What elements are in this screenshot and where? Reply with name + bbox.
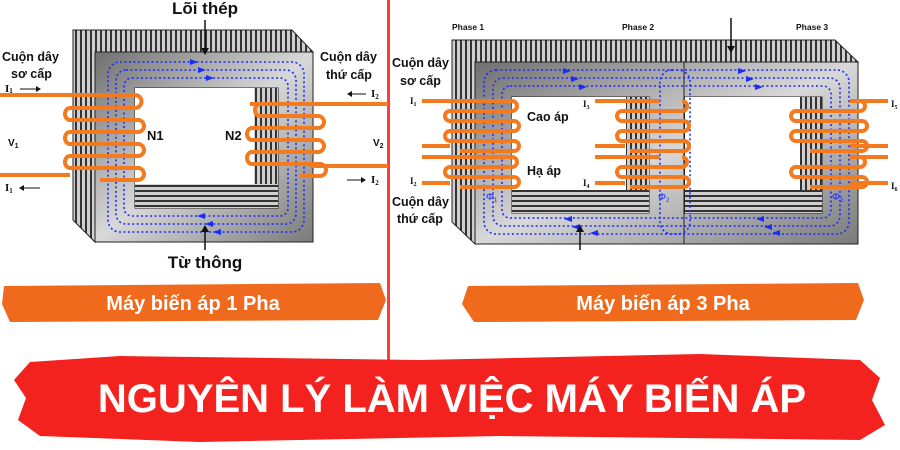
v2-label: V2 [373, 138, 384, 150]
v1-label: V1 [8, 138, 19, 150]
three-phase-banner-text: Máy biến áp 3 Pha [576, 293, 750, 315]
i2-bottom-label: I2 [371, 174, 379, 187]
current-i3: I3 [583, 99, 590, 111]
secondary-coil-label-line2: thứ cấp [397, 212, 443, 226]
flux-label: Từ thông [168, 253, 243, 272]
three-phase-diagram: Phase 1 Phase 2 Phase 3 Cuộn dây sơ cấp … [392, 18, 898, 250]
i1-top-label: I1 [5, 83, 13, 95]
current-i2: I2 [410, 176, 417, 188]
high-voltage-label: Cao áp [527, 110, 569, 124]
primary-coil-label-line2: sơ cấp [11, 67, 52, 81]
flux-phi1: Φ1 [486, 192, 498, 204]
flux-phi2: Φ2 [658, 192, 670, 204]
phase2-label: Phase 2 [622, 22, 654, 32]
flux-phi3: Φ3 [832, 192, 844, 204]
current-i6: I6 [891, 181, 898, 193]
coils-three-phase [422, 99, 888, 189]
core-label: Lõi thép [172, 0, 238, 18]
low-voltage-label: Hạ áp [527, 164, 561, 178]
secondary-coil-label-line1: Cuộn dây [392, 195, 449, 209]
primary-coil-label-line2: sơ cấp [400, 74, 441, 88]
single-phase-banner-text: Máy biến áp 1 Pha [106, 293, 280, 315]
phase1-label: Phase 1 [452, 22, 484, 32]
single-phase-banner: Máy biến áp 1 Pha [2, 283, 386, 322]
current-i5: I5 [891, 99, 898, 111]
phase3-label: Phase 3 [796, 22, 828, 32]
secondary-coil-label-line1: Cuộn dây [320, 50, 377, 64]
primary-coil-label-line1: Cuộn dây [392, 56, 449, 70]
secondary-coil-label-line2: thứ cấp [326, 68, 372, 82]
divider-line [387, 0, 390, 360]
current-i1: I1 [410, 96, 417, 108]
i2-top-label: I2 [371, 88, 379, 101]
i1-bottom-label: I1 [5, 182, 13, 195]
n2-label: N2 [225, 128, 242, 143]
title-banner: NGUYÊN LÝ LÀM VIỆC MÁY BIẾN ÁP [14, 354, 885, 442]
page-title: NGUYÊN LÝ LÀM VIỆC MÁY BIẾN ÁP [98, 375, 806, 421]
n1-label: N1 [147, 128, 164, 143]
single-phase-diagram: Lõi thép Từ thông Cuộn dây sơ cấp Cuộn d… [0, 0, 388, 272]
current-i4: I4 [583, 178, 590, 190]
primary-coil-label-line1: Cuộn dây [2, 50, 59, 64]
three-phase-banner: Máy biến áp 3 Pha [462, 283, 864, 322]
